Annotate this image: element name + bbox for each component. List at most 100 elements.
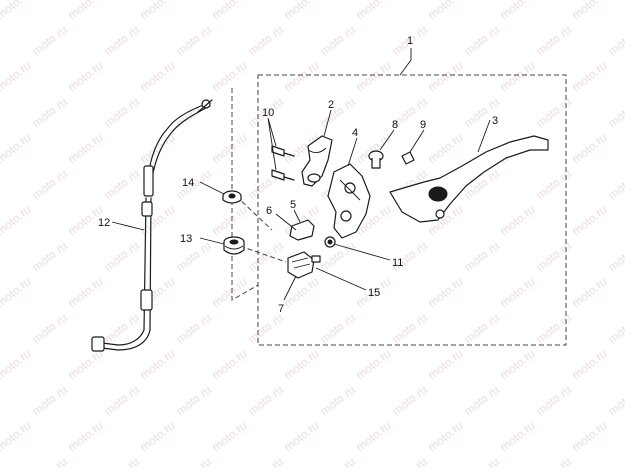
pivot-bolt [368,150,384,169]
watermark-text: moto.ru [317,310,358,346]
watermark-text: moto.ru [569,58,610,94]
callout-10: 10 [262,107,274,119]
boot-guide-line [239,245,287,263]
watermark-text: moto.ru [425,346,466,382]
watermark-text: moto.ru [281,274,322,310]
watermark-text: moto.ru [317,238,358,274]
watermark-text: moto.ru [29,166,70,202]
watermark-text: moto.ru [461,382,502,418]
watermark-text: moto.ru [0,58,34,94]
watermark-text: moto.ru [101,22,142,58]
nut-guide-line [235,195,273,231]
watermark-text: moto.ru [209,130,250,166]
leader-lines [111,48,491,301]
watermark-text: moto.ru [569,202,610,238]
watermark-text: moto.ru [497,274,538,310]
watermark-text: moto.ru [317,382,358,418]
watermark-text: moto.ru [497,58,538,94]
watermark-text: moto.ru [29,382,70,418]
watermark-text: moto.ru [65,418,106,454]
cable-guide-line [231,88,259,301]
watermark-text: moto.ru [317,94,358,130]
callout-5: 5 [290,199,296,211]
watermark-text: moto.ru [569,0,610,22]
watermark-text: moto.ru [101,454,142,468]
callout-12: 12 [98,217,110,229]
watermark-text: moto.ru [65,130,106,166]
watermark-text: moto.ru [29,238,70,274]
watermark-text: moto.ru [533,310,574,346]
watermark-text: moto.ru [281,418,322,454]
lever-clamp [301,135,333,187]
watermark-text: moto.ru [461,22,502,58]
watermark-text: moto.ru [29,454,70,468]
watermark-text: moto.ru [569,346,610,382]
callout-15: 15 [368,287,380,299]
rubber-boot [223,236,245,255]
adjuster-block [289,219,315,241]
watermark-text: moto.ru [605,22,625,58]
watermark-text: moto.ru [461,310,502,346]
watermark-text: moto.ru [65,0,106,22]
watermark-text: moto.ru [0,346,34,382]
watermark-text: moto.ru [281,346,322,382]
watermark-text: moto.ru [533,238,574,274]
watermark-text: moto.ru [29,94,70,130]
watermark-text: moto.ru [353,346,394,382]
watermark-text: moto.ru [173,382,214,418]
callout-14: 14 [182,177,194,189]
watermark-text: moto.ru [533,94,574,130]
watermark-text: moto.ru [425,418,466,454]
watermark-text: moto.ru [569,130,610,166]
watermark-text: moto.ru [497,346,538,382]
watermark-text: moto.ru [245,22,286,58]
pivot-pin [401,151,415,165]
watermark-text: moto.ru [497,418,538,454]
watermark-text: moto.ru [173,310,214,346]
watermark-text: moto.ru [569,274,610,310]
watermark-text: moto.ru [425,58,466,94]
callout-9: 9 [420,119,426,131]
watermark-text: moto.ru [65,274,106,310]
watermark-text: moto.ru [605,238,625,274]
watermark-text: moto.ru [101,310,142,346]
locknut [324,236,336,248]
watermark-text: moto.ru [0,418,34,454]
watermark-text: moto.ru [173,22,214,58]
watermark-text: moto.ru [425,274,466,310]
assembly-outline [257,74,567,346]
callout-2: 2 [328,99,334,111]
watermark-text: moto.ru [209,346,250,382]
watermark-text: moto.ru [605,454,625,468]
watermark-text: moto.ru [533,166,574,202]
watermark-text: moto.ru [245,454,286,468]
callout-3: 3 [492,115,498,127]
watermark-text: moto.ru [605,382,625,418]
watermark-text: moto.ru [605,94,625,130]
watermark-text: moto.ru [353,418,394,454]
watermark-text: moto.ru [569,418,610,454]
watermark-text: moto.ru [65,346,106,382]
watermark-text: moto.ru [209,58,250,94]
watermark-text: moto.ru [245,238,286,274]
watermark-text: moto.ru [389,382,430,418]
watermark-text: moto.ru [533,454,574,468]
watermark-text: moto.ru [29,310,70,346]
watermark-text: moto.ru [101,94,142,130]
watermark-text: moto.ru [101,238,142,274]
watermark-text: moto.ru [101,166,142,202]
watermark-text: moto.ru [173,454,214,468]
watermark-text: moto.ru [245,310,286,346]
watermark-text: moto.ru [317,454,358,468]
watermark-text: moto.ru [101,382,142,418]
watermark-text: moto.ru [317,22,358,58]
clutch-cable [91,99,213,352]
watermark-text: moto.ru [0,0,34,22]
watermark-text: moto.ru [209,418,250,454]
watermark-text: moto.ru [245,166,286,202]
watermark-text: moto.ru [137,130,178,166]
watermark-text: moto.ru [137,0,178,22]
watermark-text: moto.ru [65,58,106,94]
